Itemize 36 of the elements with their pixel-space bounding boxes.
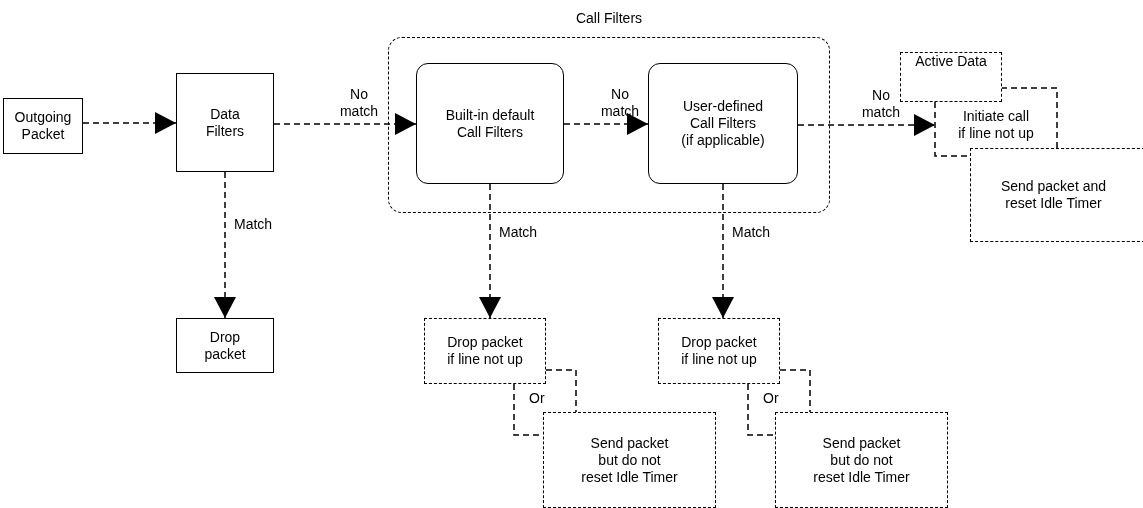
node-label: Drop packet if line not up bbox=[446, 334, 524, 368]
node-label: Active Data bbox=[915, 53, 987, 70]
filter-box bbox=[416, 63, 564, 184]
node-label: Outgoing Packet bbox=[13, 109, 73, 143]
arrow bbox=[273, 113, 417, 135]
node-label: Drop packet if line not up bbox=[680, 334, 758, 368]
arrow bbox=[712, 183, 734, 319]
arrow bbox=[214, 171, 236, 319]
node-label: User-defined Call Filters (if applicable) bbox=[680, 98, 766, 149]
process-box bbox=[176, 318, 274, 373]
edge-label: No match bbox=[599, 86, 641, 120]
edge-label: No match bbox=[338, 86, 380, 120]
action-box bbox=[658, 318, 780, 384]
process-box bbox=[176, 73, 274, 172]
node-label: Or bbox=[763, 389, 779, 407]
node-label: Send packet and reset Idle Timer bbox=[999, 178, 1108, 212]
node-label: Or bbox=[529, 389, 545, 407]
node-label: Initiate call if line not up bbox=[957, 108, 1035, 142]
arrow bbox=[797, 114, 936, 136]
process-box bbox=[3, 98, 83, 154]
arrow bbox=[563, 113, 649, 135]
action-box bbox=[543, 412, 716, 508]
node-label: Data Filters bbox=[204, 105, 246, 140]
node-label: Drop packet bbox=[203, 328, 247, 363]
filter-box bbox=[648, 63, 798, 184]
action-box bbox=[424, 318, 546, 384]
node-label: Send packet but do not reset Idle Timer bbox=[580, 434, 679, 486]
arrow bbox=[479, 183, 501, 319]
node-label: Built-in default Call Filters bbox=[445, 106, 535, 141]
action-box bbox=[775, 412, 948, 508]
action-box bbox=[970, 148, 1143, 242]
group-heading: Call Filters bbox=[574, 10, 644, 27]
arrow bbox=[82, 112, 177, 134]
node-label: Send packet but do not reset Idle Timer bbox=[812, 434, 911, 486]
edge-label: No match bbox=[860, 87, 902, 121]
action-box bbox=[900, 52, 1002, 102]
